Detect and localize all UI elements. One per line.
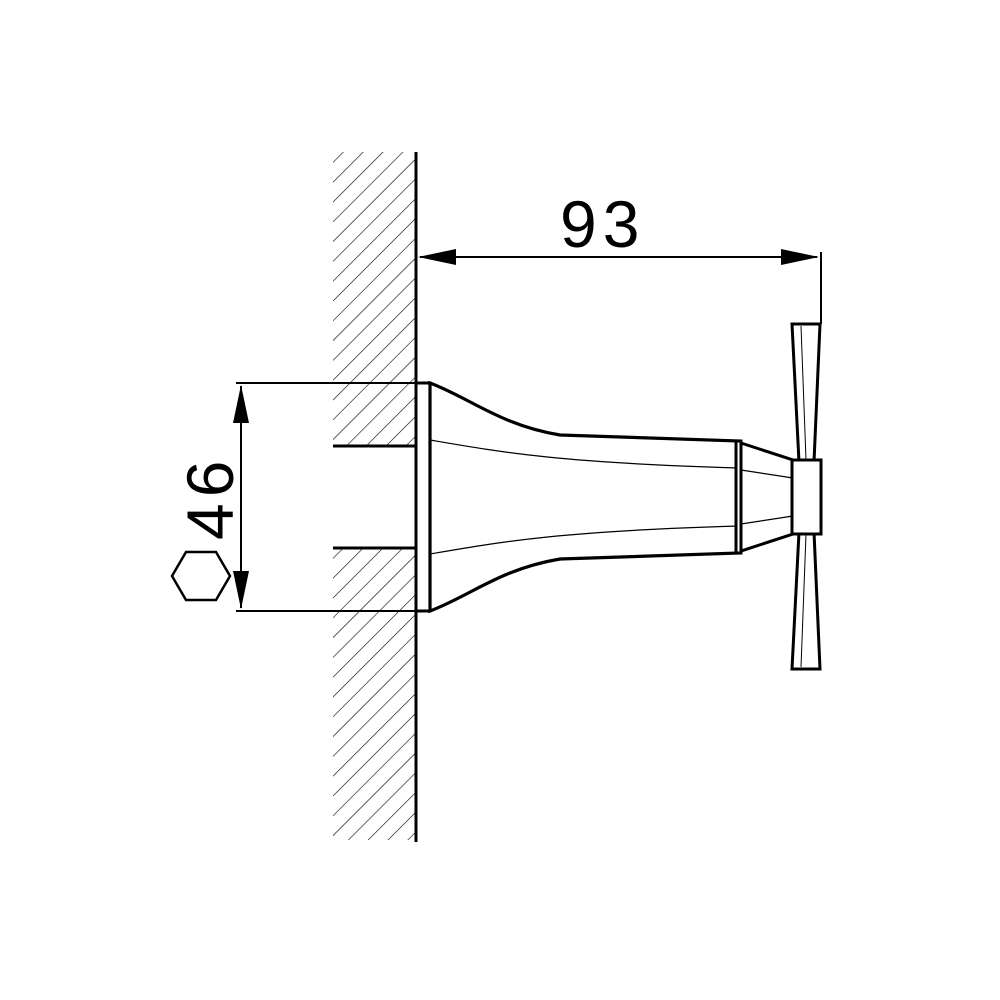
cross-arm-bottom-inner: [800, 533, 807, 668]
diameter-arrow-top: [233, 385, 249, 423]
diameter-dimension-label: 46: [173, 455, 247, 540]
hex-key-icon: [170, 550, 232, 602]
flange: [414, 381, 432, 613]
wall-hatch-upper: [333, 152, 415, 445]
cross-hub: [790, 458, 823, 536]
tapered-body-outline: [428, 380, 742, 614]
diameter-dimension: [233, 382, 430, 612]
body-contour-lower: [429, 525, 741, 555]
depth-dimension: [418, 249, 822, 324]
depth-arrow-right: [781, 249, 819, 265]
cross-arm-top-inner: [800, 325, 807, 461]
cross-arm-bottom: [790, 530, 822, 671]
depth-arrow-left: [418, 249, 456, 265]
cone-contour-lower: [740, 515, 794, 525]
wall-section: [333, 152, 418, 842]
valve-handle: [414, 322, 823, 671]
cross-arm-top: [790, 322, 822, 464]
wall-hatch-lower: [333, 548, 415, 840]
cone-neck: [739, 440, 795, 554]
depth-dimension-label: 93: [560, 187, 645, 261]
diameter-arrow-bottom: [233, 571, 249, 609]
cone-contour-upper: [740, 469, 794, 479]
body-contour-upper: [429, 439, 741, 469]
